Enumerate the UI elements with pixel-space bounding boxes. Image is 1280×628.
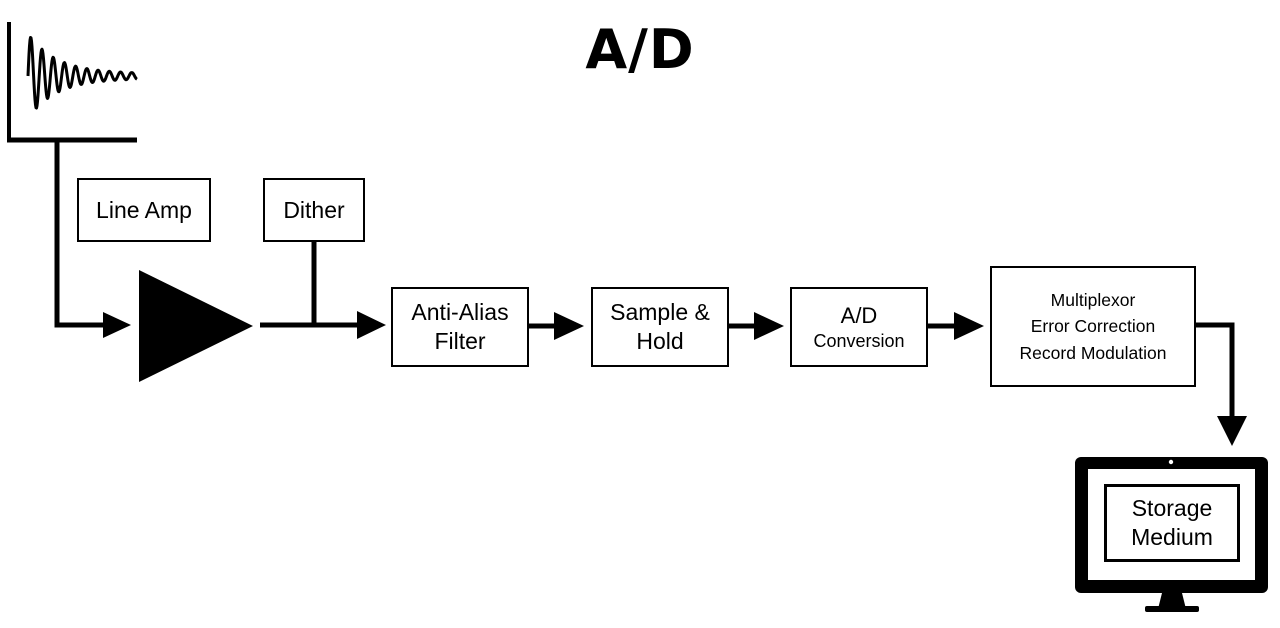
sample-hold-box: Sample & Hold bbox=[591, 287, 729, 367]
record-modulation-label: Record Modulation bbox=[1019, 342, 1167, 363]
anti-alias-label-line1: Anti-Alias bbox=[411, 299, 509, 326]
storage-label-line1: Storage bbox=[1131, 494, 1213, 521]
storage-medium-box: Storage Medium bbox=[1104, 484, 1240, 562]
signal-wire bbox=[529, 312, 584, 340]
anti-alias-filter-box: Anti-Alias Filter bbox=[391, 287, 529, 367]
multiplexor-box: Multiplexor Error Correction Record Modu… bbox=[990, 266, 1196, 387]
signal-wire bbox=[928, 312, 984, 340]
signal-wire bbox=[54, 140, 131, 338]
amplifier-triangle-icon bbox=[139, 270, 253, 382]
signal-wire bbox=[1196, 322, 1247, 446]
multiplexor-label: Multiplexor bbox=[1050, 290, 1136, 311]
arrow-right-icon bbox=[103, 312, 131, 338]
line-amp-label: Line Amp bbox=[96, 196, 192, 223]
sample-hold-label-line1: Sample & bbox=[610, 299, 710, 326]
signal-wire bbox=[260, 242, 386, 339]
ad-conversion-label-line1: A/D bbox=[840, 303, 878, 328]
diagram-title: A/D bbox=[585, 18, 695, 81]
storage-label-line2: Medium bbox=[1131, 524, 1213, 550]
ad-conversion-box: A/D Conversion bbox=[790, 287, 928, 367]
damped-waveform-icon bbox=[7, 22, 138, 143]
dither-label: Dither bbox=[283, 196, 345, 223]
anti-alias-label-line2: Filter bbox=[434, 328, 486, 354]
dither-box: Dither bbox=[263, 178, 365, 242]
ad-conversion-label-line2: Conversion bbox=[813, 330, 905, 351]
signal-wire bbox=[729, 312, 784, 340]
arrow-right-icon bbox=[954, 312, 984, 340]
line-amp-box: Line Amp bbox=[77, 178, 211, 242]
sample-hold-label-line2: Hold bbox=[636, 328, 684, 354]
arrow-right-icon bbox=[754, 312, 784, 340]
arrow-right-icon bbox=[357, 311, 386, 339]
arrow-down-icon bbox=[1217, 416, 1247, 446]
arrow-right-icon bbox=[554, 312, 584, 340]
error-correction-label: Error Correction bbox=[1030, 316, 1156, 337]
